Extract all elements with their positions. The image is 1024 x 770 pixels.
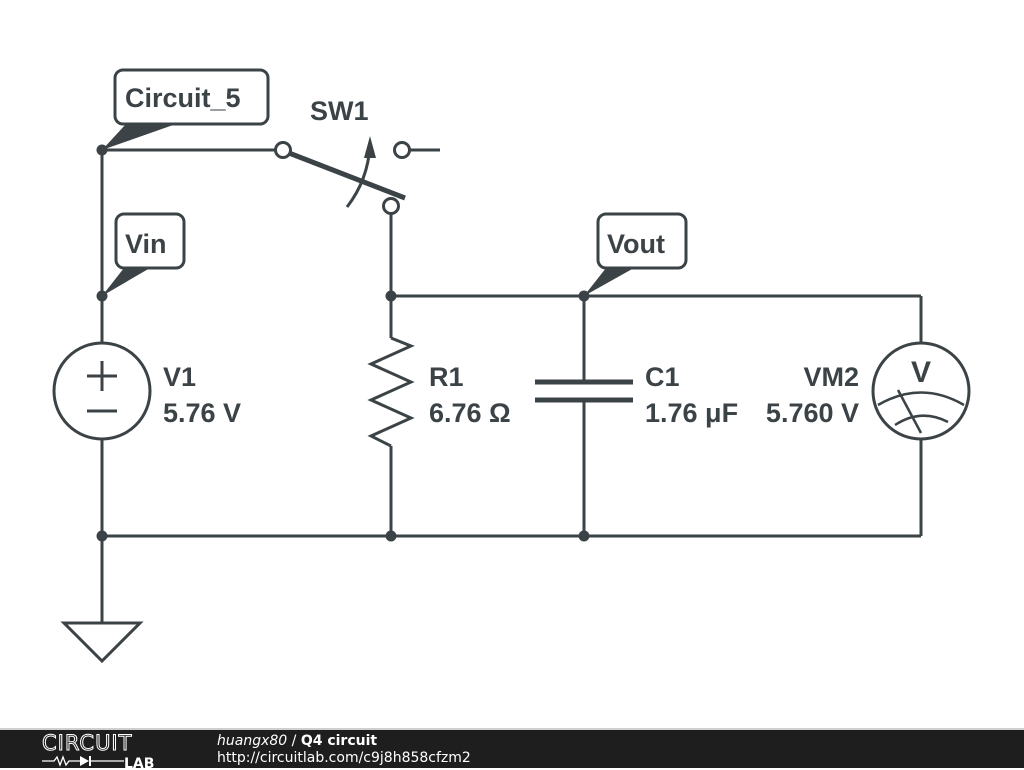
voltmeter-vm2[interactable]: V VM2 5.760 V <box>766 341 971 441</box>
resistor-r1[interactable]: R1 6.76 Ω <box>367 336 511 448</box>
wires <box>100 148 923 622</box>
circuit-url[interactable]: http://circuitlab.com/c9j8h858cfzm2 <box>217 750 471 766</box>
vm2-reading: 5.760 V <box>766 398 859 428</box>
voltmeter-symbol: V <box>911 356 931 389</box>
switch-arrowhead-icon <box>364 136 376 158</box>
net-label-vout[interactable]: Vout <box>584 212 688 296</box>
net-label-circuit5[interactable]: Circuit_5 <box>102 68 270 150</box>
logo-bottom-text: LAB <box>124 756 154 770</box>
ground-icon <box>60 621 144 664</box>
r1-value: 6.76 Ω <box>429 398 511 428</box>
voltmeter-circle <box>871 341 971 441</box>
schematic-canvas: Circuit_5 Vin Vout SW1 V1 5.76 V R1 6.76… <box>52 68 971 664</box>
junction-gnd-r1 <box>385 530 397 542</box>
title-separator: / <box>287 733 301 749</box>
net-label-pointer <box>102 268 150 296</box>
switch-name: SW1 <box>310 96 369 126</box>
switch-terminal-common <box>274 141 292 159</box>
net-label-vin[interactable]: Vin <box>102 212 186 296</box>
switch-sw1[interactable]: SW1 <box>274 96 441 215</box>
footer-bar: CIRCUIT LAB huangx80 / Q4 circuit http:/… <box>0 728 1024 770</box>
r1-name: R1 <box>429 362 464 392</box>
voltmeter-scale-inner <box>894 414 949 427</box>
c1-value: 1.76 μF <box>645 398 738 428</box>
circuitlab-logo[interactable]: CIRCUIT LAB <box>40 730 180 770</box>
net-label-box <box>596 212 688 270</box>
junction-r1-top <box>385 290 397 302</box>
switch-terminal-open <box>393 141 411 159</box>
junction-gnd-left <box>96 530 108 542</box>
voltage-source-v1[interactable]: V1 5.76 V <box>52 341 241 441</box>
net-label-pointer <box>102 124 176 150</box>
net-label-pointer <box>584 268 634 296</box>
net-label-vin-text: Vin <box>125 229 167 259</box>
net-label-circuit5-text: Circuit_5 <box>125 83 241 113</box>
capacitor-c1[interactable]: C1 1.76 μF <box>535 362 738 428</box>
net-label-box <box>114 212 186 270</box>
c1-name: C1 <box>645 362 680 392</box>
junctions <box>96 144 590 542</box>
net-label-box <box>113 68 270 126</box>
switch-terminal-closed <box>382 197 400 215</box>
net-label-vout-text: Vout <box>607 229 665 259</box>
resistor-zigzag <box>367 336 415 448</box>
logo-diode-icon <box>80 756 89 766</box>
logo-top-text: CIRCUIT <box>42 731 132 755</box>
voltmeter-needle-icon <box>896 389 923 434</box>
circuit-title: Q4 circuit <box>300 733 378 749</box>
ground-symbol <box>60 621 144 664</box>
logo-resistor-icon <box>42 755 80 767</box>
v1-value: 5.76 V <box>163 398 241 428</box>
author-link[interactable]: huangx80 <box>217 733 288 749</box>
v1-name: V1 <box>163 362 196 392</box>
switch-blade <box>288 150 406 201</box>
junction-gnd-c1 <box>578 530 590 542</box>
vm2-name: VM2 <box>803 362 859 392</box>
voltmeter-scale-outer <box>877 391 965 407</box>
footer-title-line: huangx80 / Q4 circuit <box>217 733 377 749</box>
